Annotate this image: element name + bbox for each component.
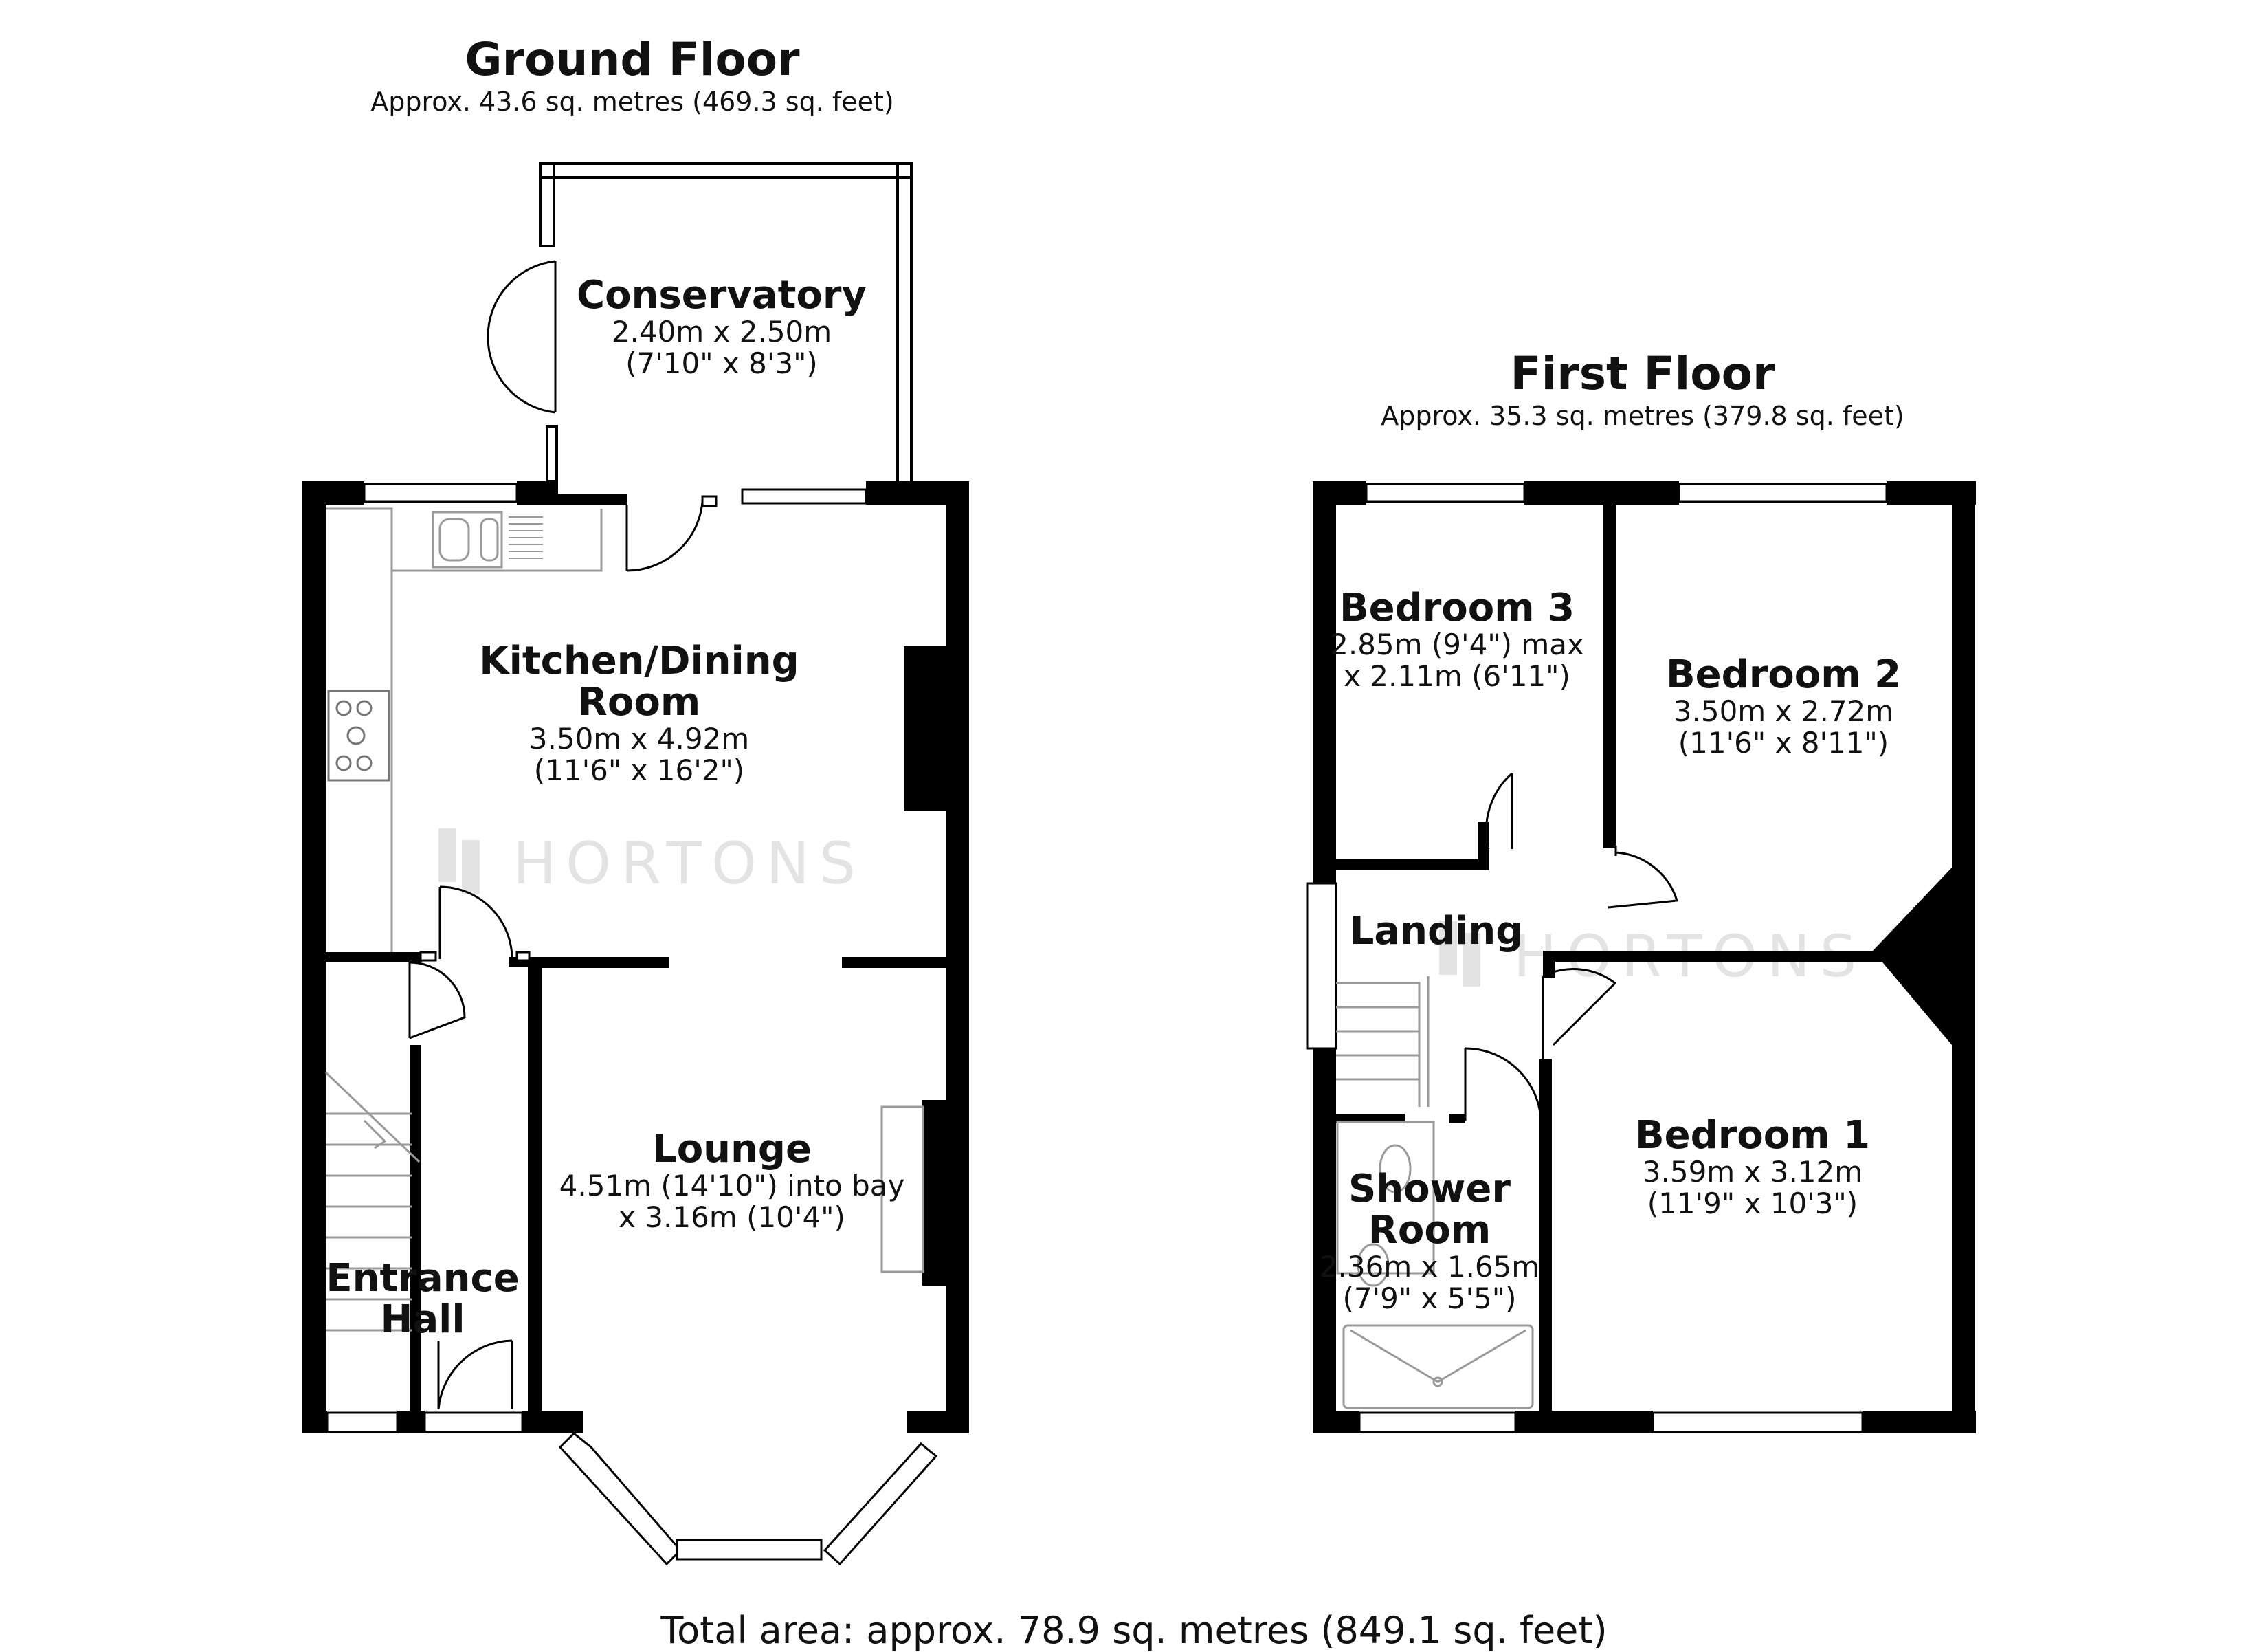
- kitchen-counters: [326, 507, 603, 952]
- room-name: Bedroom 1: [1634, 1113, 1871, 1158]
- room-dimension-metric: 3.59m x 3.12m: [1642, 1155, 1863, 1189]
- lounge-hearth: [880, 1105, 924, 1273]
- room-dimension-metric: 2.36m x 1.65m: [1319, 1250, 1540, 1284]
- ground-floor-walls: [302, 481, 969, 1433]
- kitchen-hall-door: [419, 885, 531, 962]
- room-bedroom-3: Bedroom 3 2.85m (9'4") max x 2.11m (6'11…: [1313, 588, 1601, 692]
- room-dimension-imperial: (11'6" x 8'11"): [1678, 726, 1889, 760]
- ground-floor-title: Ground Floor: [465, 33, 800, 86]
- room-name: Conservatory: [576, 273, 867, 318]
- room-dimension-imperial: (11'9" x 10'3"): [1647, 1187, 1858, 1220]
- room-kitchen-dining: Kitchen/Dining Room 3.50m x 4.92m (11'6"…: [426, 641, 852, 786]
- room-bedroom-2: Bedroom 2 3.50m x 2.72m (11'6" x 8'11"): [1622, 654, 1945, 759]
- understairs-door: [408, 961, 466, 1039]
- first-floor-title: First Floor: [1510, 347, 1775, 400]
- room-lounge: Lounge 4.51m (14'10") into bay x 3.16m (…: [529, 1129, 935, 1233]
- shower-fittings: [1336, 1121, 1534, 1409]
- room-dimension-imperial: (7'10" x 8'3"): [625, 346, 818, 380]
- kitchen-rear-door: [625, 495, 718, 572]
- room-dimension-line2: x 3.16m (10'4"): [619, 1200, 845, 1234]
- room-dimension-metric: 3.50m x 2.72m: [1673, 694, 1894, 728]
- room-name-line2: Hall: [380, 1297, 465, 1342]
- room-dimension-metric: 2.40m x 2.50m: [611, 315, 832, 349]
- first-floor-walls: [1313, 481, 1976, 1433]
- conservatory-frame: [539, 162, 913, 485]
- room-landing: Landing: [1340, 911, 1533, 952]
- room-dimension-metric: 3.50m x 4.92m: [529, 722, 750, 756]
- sink-drainer: [509, 516, 543, 559]
- front-door: [437, 1339, 513, 1410]
- room-name-line2: Room: [1368, 1208, 1491, 1253]
- room-name-line1: Shower: [1348, 1167, 1511, 1211]
- room-name: Bedroom 2: [1665, 652, 1902, 697]
- room-name: Bedroom 3: [1339, 586, 1575, 630]
- room-entrance-hall: Entrance Hall: [316, 1258, 529, 1341]
- watermark-ground: HORTONS: [438, 828, 865, 897]
- room-shower: Shower Room 2.36m x 1.65m (7'9" x 5'5"): [1316, 1169, 1543, 1314]
- room-name-line1: Kitchen/Dining: [479, 639, 799, 683]
- room-name-line2: Room: [577, 680, 701, 725]
- room-dimension-line1: 4.51m (14'10") into bay: [559, 1169, 905, 1202]
- first-staircase: [1336, 976, 1430, 1107]
- room-dimension-imperial: (11'6" x 16'2"): [533, 753, 745, 787]
- room-name-line1: Entrance: [326, 1256, 520, 1301]
- room-name: Landing: [1349, 909, 1524, 954]
- ground-floor-area: Approx. 43.6 sq. metres (469.3 sq. feet): [370, 87, 894, 117]
- ground-staircase: [324, 1071, 421, 1332]
- first-windows: [1306, 483, 1888, 1433]
- conservatory-french-doors: [487, 260, 557, 414]
- watermark-ground-text: HORTONS: [513, 830, 865, 897]
- room-name: Lounge: [652, 1127, 812, 1171]
- room-conservatory: Conservatory 2.40m x 2.50m (7'10" x 8'3"…: [550, 275, 893, 379]
- lounge-bay-window: [558, 1431, 938, 1566]
- room-dimension-imperial: (7'9" x 5'5"): [1342, 1281, 1517, 1315]
- first-doors: [1464, 772, 1678, 1121]
- room-dimension-line2: x 2.11m (6'11"): [1344, 659, 1570, 693]
- first-floor-area: Approx. 35.3 sq. metres (379.8 sq. feet): [1381, 401, 1904, 431]
- room-dimension-line1: 2.85m (9'4") max: [1330, 628, 1584, 661]
- room-bedroom-1: Bedroom 1 3.59m x 3.12m (11'9" x 10'3"): [1588, 1115, 1917, 1220]
- ground-windows: [326, 483, 867, 1433]
- hob-icon: [327, 690, 390, 782]
- total-area: Total area: approx. 78.9 sq. metres (849…: [660, 1609, 1608, 1652]
